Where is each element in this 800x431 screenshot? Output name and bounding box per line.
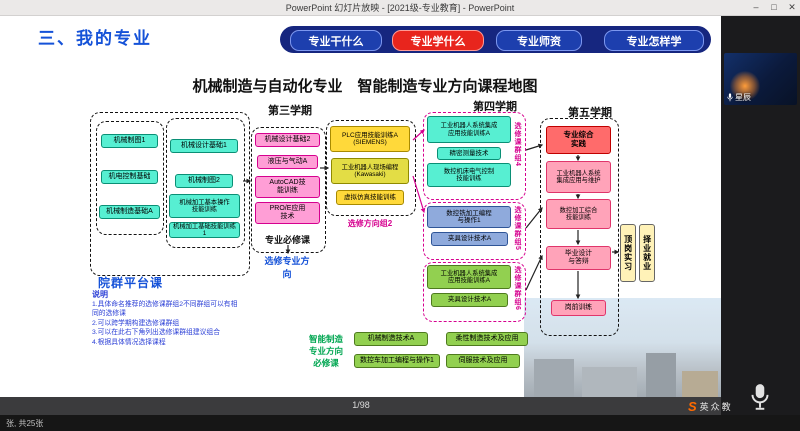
note-line: 2.可以跨学期构建选修课群组 — [92, 319, 180, 327]
note-line: 4.根据具体情况选择课程 — [92, 339, 166, 347]
building-shape — [682, 371, 718, 397]
course-box: 伺服技术及应用 — [446, 354, 520, 368]
elective-groupC-border — [423, 262, 526, 322]
course-box: 专业综合 实践 — [546, 126, 611, 154]
brand-logo: S 英众教 — [688, 399, 733, 414]
direction-group-label: 选修方向组2 — [347, 219, 393, 228]
course-box: 岗前训练 — [551, 300, 606, 316]
course-box: 机械制造基础A — [99, 205, 160, 219]
map-heading: 机械制造与自动化专业 智能制造专业方向课程地图 — [192, 78, 538, 95]
course-box: 机械制图2 — [175, 174, 233, 188]
course-box: 机械设计基础2 — [255, 133, 320, 147]
course-box: 数控车加工编程与操作1 — [354, 354, 440, 368]
course-box: 液压与气动A — [257, 155, 318, 169]
mute-button[interactable] — [748, 382, 772, 417]
elective-groupB-label: 选修课群组5 — [514, 206, 521, 251]
elective-groupA-label: 选修课群组4 — [514, 122, 521, 167]
course-box: 机械加工基础技能训练1 — [169, 222, 240, 238]
building-shape — [534, 359, 574, 397]
elective-direction-label: 选修专业方向 — [264, 256, 310, 279]
close-button[interactable]: ✕ — [788, 2, 796, 12]
participant-mic-icon — [727, 93, 733, 102]
platform-subgroup2-border — [166, 118, 245, 248]
platform-subgroup1-border — [96, 121, 164, 235]
building-shape — [646, 353, 676, 397]
course-box: 精密测量技术 — [437, 147, 501, 160]
minimize-button[interactable]: – — [753, 2, 759, 12]
course-box: AutoCAD技 能训练 — [255, 176, 320, 198]
nav-button-faculty[interactable]: 专业师资 — [496, 30, 582, 51]
required-group-label: 专业必修课 — [264, 235, 310, 245]
note-line: 3.可以在此右下角列出选修课群组建议组合 — [92, 329, 221, 337]
course-box: PRO/E应用 技术 — [255, 202, 320, 224]
course-box: PLC应用技能训练A (SIEMENS) — [330, 126, 410, 152]
slideshow-bottom-bar — [0, 397, 721, 415]
course-box: 毕业设计 与答辩 — [546, 246, 611, 270]
smart-mfg-label: 智能制造 专业方向 必修课 — [308, 334, 343, 368]
note-line: 1.具体命名推荐的选修课群组2不同群组可以有相同的选修课 — [92, 301, 238, 317]
internship-box: 顶岗实习 — [620, 224, 636, 282]
term4-header: 第四学期 — [473, 101, 517, 113]
participant-video[interactable]: 星辰 — [724, 53, 797, 105]
course-box: 工业机器人系统 集成应用与维护 — [546, 161, 611, 193]
course-box: 机械加工基本操作 技能训练 — [169, 194, 240, 218]
building-shape — [582, 367, 637, 397]
taskbar — [0, 415, 800, 431]
course-box: 柔性制造技术及应用 — [446, 332, 528, 346]
maximize-button[interactable]: □ — [771, 2, 777, 12]
course-box: 数控加工综合 技能训练 — [546, 199, 611, 229]
elective-groupB-border — [423, 202, 526, 260]
course-box: 数控机床电气控制 技能训练 — [427, 163, 511, 187]
window-titlebar: PowerPoint 幻灯片放映 - [2021级-专业教育] - PowerP… — [0, 0, 800, 16]
course-box: 工业机器人系统集成 应用技能训练A — [427, 116, 511, 143]
course-box: 数控铣加工编程 与操作1 — [427, 206, 511, 228]
elective-groupA-border — [423, 112, 526, 200]
course-box: 机械制造技术A — [354, 332, 428, 346]
participant-name: 星辰 — [735, 93, 751, 102]
course-box: 夹具设计技术A — [431, 293, 508, 307]
platform-group-label: 院群平台课 — [98, 276, 164, 290]
logo-mark-icon: S — [688, 399, 697, 414]
notes-title: 说明 — [92, 290, 108, 299]
course-box: 虚拟仿真技能训练 — [336, 190, 404, 205]
employment-box: 择业就业 — [639, 224, 655, 282]
nav-button-how-to-learn[interactable]: 专业怎样学 — [604, 30, 704, 51]
course-box: 机械设计基础1 — [170, 139, 238, 153]
course-box: 机电控制基础 — [101, 170, 158, 184]
course-box: 工业机器人系统集成 应用技能训练A — [427, 265, 511, 289]
nav-button-what-to-learn[interactable]: 专业学什么 — [392, 30, 484, 51]
slide-page-indicator: 1/98 — [352, 400, 370, 410]
slide-count-label: 张, 共25张 — [6, 419, 44, 428]
microphone-icon — [751, 384, 769, 410]
notes-block: 说明 1.具体命名推荐的选修课群组2不同群组可以有相同的选修课 2.可以跨学期构… — [92, 289, 244, 348]
course-box: 机械制图1 — [101, 134, 158, 148]
video-content — [730, 71, 760, 101]
nav-button-what-to-do[interactable]: 专业干什么 — [290, 30, 382, 51]
platform-group-border — [90, 112, 250, 276]
term5-header: 第五学期 — [568, 107, 612, 119]
window-title: PowerPoint 幻灯片放映 - [2021级-专业教育] - PowerP… — [285, 3, 515, 13]
course-box: 工业机器人现场编程 (Kawasaki) — [331, 158, 409, 184]
course-box: 夹具设计技术A — [431, 232, 508, 246]
slide-section-title: 三、我的专业 — [38, 29, 152, 48]
logo-text: 英众教 — [699, 402, 733, 412]
elective-groupC-label: 选修课群组6 — [514, 266, 521, 311]
term3-header: 第三学期 — [268, 105, 312, 117]
